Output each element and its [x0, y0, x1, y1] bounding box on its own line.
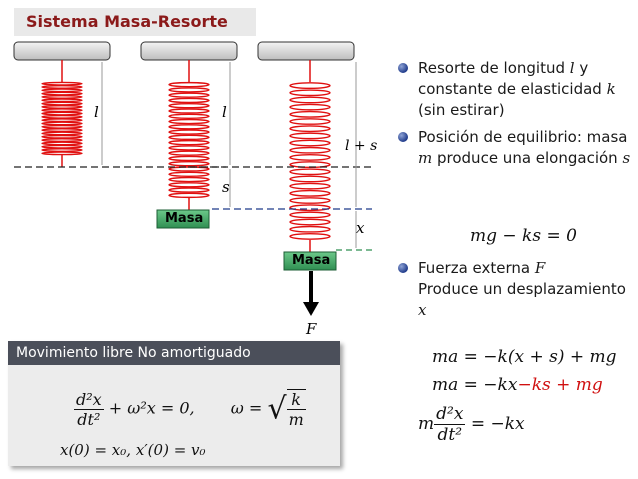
ceiling-plate-3: [257, 41, 355, 61]
spring-3-coil: [289, 182, 331, 190]
spring-1-coil: [41, 94, 83, 99]
spring-2-coil: [168, 113, 210, 119]
spring-3-coil: [289, 89, 331, 97]
spring-2-coil: [168, 145, 210, 151]
slide-title: Sistema Masa-Resorte: [14, 8, 256, 36]
spring-2-coil: [168, 182, 210, 188]
spring-1-coil: [41, 134, 83, 139]
spring-3-coil: [289, 189, 331, 197]
spring-mass-diagram: l l s l + s x F: [13, 41, 377, 338]
force-arrow-head: [303, 302, 319, 316]
spring-2-coil: [168, 81, 210, 88]
spring-3-coil: [289, 118, 331, 125]
spring-3-coil: [289, 82, 331, 90]
label-l-plus-s: l + s: [345, 138, 377, 154]
mass-label-1: Masa: [165, 211, 204, 226]
spring-1-coil: [41, 144, 83, 149]
spring-1-coil: [41, 151, 83, 156]
spring-3-coil: [289, 96, 331, 104]
spring-3-coil: [289, 175, 331, 183]
spring-1-coil: [41, 91, 83, 96]
spring-2-coil: [168, 124, 210, 130]
spring-2-coil: [168, 118, 210, 125]
initial-conditions: x(0) = x₀, x′(0) = v₀: [60, 441, 206, 459]
label-x: x: [356, 219, 365, 237]
bullet-item-3: Fuerza externa F Produce un desplazamien…: [398, 258, 633, 321]
spring-2-coil: [168, 187, 210, 193]
mass-label-2: Masa: [292, 253, 331, 268]
spring-3-coil: [289, 110, 331, 118]
spring-1-coil: [41, 138, 83, 143]
bullet-icon: [398, 263, 408, 273]
spring-3-coil: [289, 211, 331, 219]
spring-1-coil: [41, 131, 83, 136]
spring-1-coil: [41, 98, 83, 103]
bullet-item-2: Posición de equilibrio: masa m produce u…: [398, 127, 633, 169]
spring-2-coil: [168, 134, 210, 141]
spring-3-coil: [289, 146, 331, 154]
spring-3-coil: [289, 204, 331, 212]
spring-2-coil: [168, 87, 210, 93]
spring-1-coil: [41, 121, 83, 126]
spring-2-coil: [168, 150, 210, 156]
spring-1-coil: [41, 118, 83, 123]
spring-3-coil: [289, 125, 331, 133]
spring-1-coil: [41, 128, 83, 133]
spring-1-coil: [41, 101, 83, 106]
spring-3-coil: [289, 197, 331, 204]
bullet-icon: [398, 132, 408, 142]
spring-3-coil: [289, 153, 331, 161]
label-l-1: l: [94, 103, 99, 121]
spring-3-coil: [289, 103, 331, 111]
spring-1-coil: [41, 124, 83, 129]
motion-equation-1: ma = −k(x + s) + mg: [432, 347, 617, 367]
label-s: s: [222, 178, 230, 196]
spring-2-coil: [168, 108, 210, 114]
spring-1-coil: [41, 85, 83, 89]
spring-1-coil: [41, 108, 83, 113]
spring-1-coil: [41, 104, 83, 109]
spring-1-coil: [41, 111, 83, 116]
spring-3-coil: [289, 139, 331, 147]
spring-3-coil: [289, 132, 331, 140]
ceiling-plate-2: [140, 41, 238, 61]
label-F: F: [305, 320, 317, 338]
bullet-list: Resorte de longitud l y constante de ela…: [398, 58, 633, 169]
spring-2-coil: [168, 139, 210, 146]
spring-1-coil: [41, 141, 83, 146]
spring-2-coil: [168, 92, 210, 98]
spring-1-coil: [41, 148, 83, 152]
spring-2-coil: [168, 129, 210, 135]
bullet-list-2: Fuerza externa F Produce un desplazamien…: [398, 258, 633, 321]
spring-3-coil: [289, 232, 331, 240]
spring-2-coil: [168, 103, 210, 109]
spring-3-coil: [289, 225, 331, 233]
spring-2-coil: [168, 161, 210, 167]
mass-block-2: [283, 251, 337, 271]
spring-2-coil: [168, 192, 210, 199]
spring-3-coil: [289, 218, 331, 226]
spring-1-coil: [41, 88, 83, 93]
spring-1-coil: [41, 81, 83, 86]
bullet-icon: [398, 63, 408, 73]
motion-equation-2: ma = −kx−ks + mg: [432, 375, 603, 395]
ceiling-plate-1: [13, 41, 111, 61]
spring-2-coil: [168, 155, 210, 162]
spring-1-coil: [41, 114, 83, 119]
spring-2-coil: [168, 97, 210, 104]
spring-2-coil: [168, 171, 210, 177]
box-title: Movimiento libre No amortiguado: [8, 341, 340, 365]
spring-3-coil: [289, 168, 331, 176]
equilibrium-equation: mg − ks = 0: [470, 226, 577, 246]
label-l-2: l: [222, 103, 227, 121]
spring-2-coil: [168, 176, 210, 183]
bullet-item-1: Resorte de longitud l y constante de ela…: [398, 58, 633, 121]
mass-block-1: [156, 209, 210, 229]
